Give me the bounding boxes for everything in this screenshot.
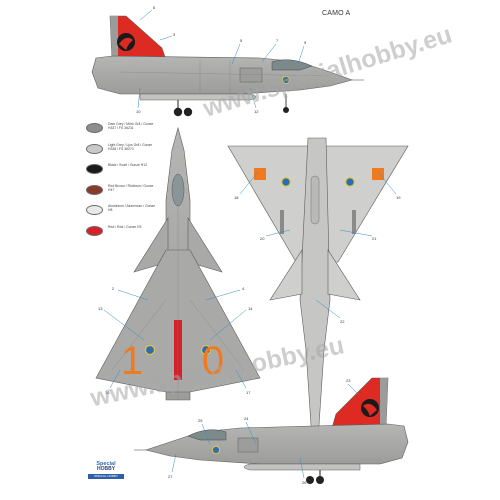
callout-number: 22 [340, 319, 345, 324]
callout-number: 27 [168, 474, 173, 479]
callout-number: 16 [105, 390, 110, 395]
color-swatch [86, 205, 103, 215]
legend-item: Red Brown / Rödbrun / Gunze H47 [86, 184, 156, 198]
side-view-right [134, 377, 409, 484]
callout-number: 18 [234, 195, 239, 200]
legend-item: Dark Grey / Mörk Grå / Gunze H337 / FS 3… [86, 122, 156, 136]
code-left: 1 [121, 339, 143, 383]
legend-item: Light Grey / Ljus Grå / Gunze H338 / FS … [86, 143, 156, 157]
scheme-title: CAMO A [322, 10, 351, 17]
top-view: 1 0 [95, 126, 261, 401]
legend-item: Red / Röd / Gunze H3 [86, 225, 156, 239]
callout-number: 20 [260, 236, 265, 241]
callout-number: 25 [198, 418, 203, 423]
color-legend: Dark Grey / Mörk Grå / Gunze H337 / FS 3… [86, 122, 156, 245]
callout-number: 24 [244, 416, 249, 421]
callout-number: 3 [173, 32, 176, 37]
bottom-view [227, 137, 409, 441]
color-swatch [86, 225, 103, 236]
callout-number: 23 [346, 378, 351, 383]
legend-label: Dark Grey / Mörk Grå / Gunze H337 / FS 3… [108, 122, 154, 131]
legend-label: Aluminium / Aluminium / Gunze H8 [108, 204, 156, 213]
callout-number: 5 [240, 38, 243, 43]
callout-numbers: 6 3 5 7 9 10 12 2 4 13 14 16 17 18 19 20… [98, 5, 401, 485]
color-swatch [86, 123, 103, 133]
side-view-left [91, 15, 364, 117]
tail-fin-red-2 [331, 377, 389, 429]
legend-label: Red Brown / Rödbrun / Gunze H47 [108, 183, 154, 192]
canard-left [133, 216, 169, 273]
callout-number: 9 [304, 40, 307, 45]
code-right: 0 [202, 339, 224, 383]
callout-number: 2 [112, 286, 115, 291]
callout-number: 6 [153, 5, 156, 10]
color-swatch [86, 164, 103, 174]
legend-label: Light Grey / Ljus Grå / Gunze H338 / FS … [108, 142, 153, 151]
brand-name-top: Special [96, 461, 116, 467]
callout-number: 4 [242, 286, 245, 291]
roundel-side [281, 75, 291, 85]
callout-number: 19 [396, 195, 401, 200]
callout-number: 13 [98, 306, 103, 311]
callout-lines [103, 9, 397, 479]
color-swatch [86, 184, 103, 195]
callout-number: 10 [136, 109, 141, 114]
callout-number: 7 [276, 38, 279, 43]
callout-number: 17 [246, 390, 251, 395]
legend-label: Red / Röd / Gunze H3 [108, 224, 142, 229]
legend-label: Black / Svart / Gunze H12 [108, 163, 148, 167]
canard-right [187, 216, 223, 273]
brand-sub: SPECIAL HOBBY [88, 474, 124, 479]
color-swatch [86, 143, 103, 154]
legend-item: Black / Svart / Gunze H12 [86, 163, 156, 177]
brand-name-main: HOBBY [96, 466, 116, 472]
brand-logo: Special HOBBY SPECIAL HOBBY [88, 461, 124, 479]
callout-number: 26 [302, 480, 307, 485]
callout-number: 14 [248, 306, 253, 311]
callout-number: 12 [254, 109, 259, 114]
fuselage-side-2 [144, 423, 409, 465]
tail-fin-grey [110, 16, 118, 60]
legend-item: Aluminium / Aluminium / Gunze H8 [86, 204, 156, 218]
callout-number: 21 [372, 236, 377, 241]
